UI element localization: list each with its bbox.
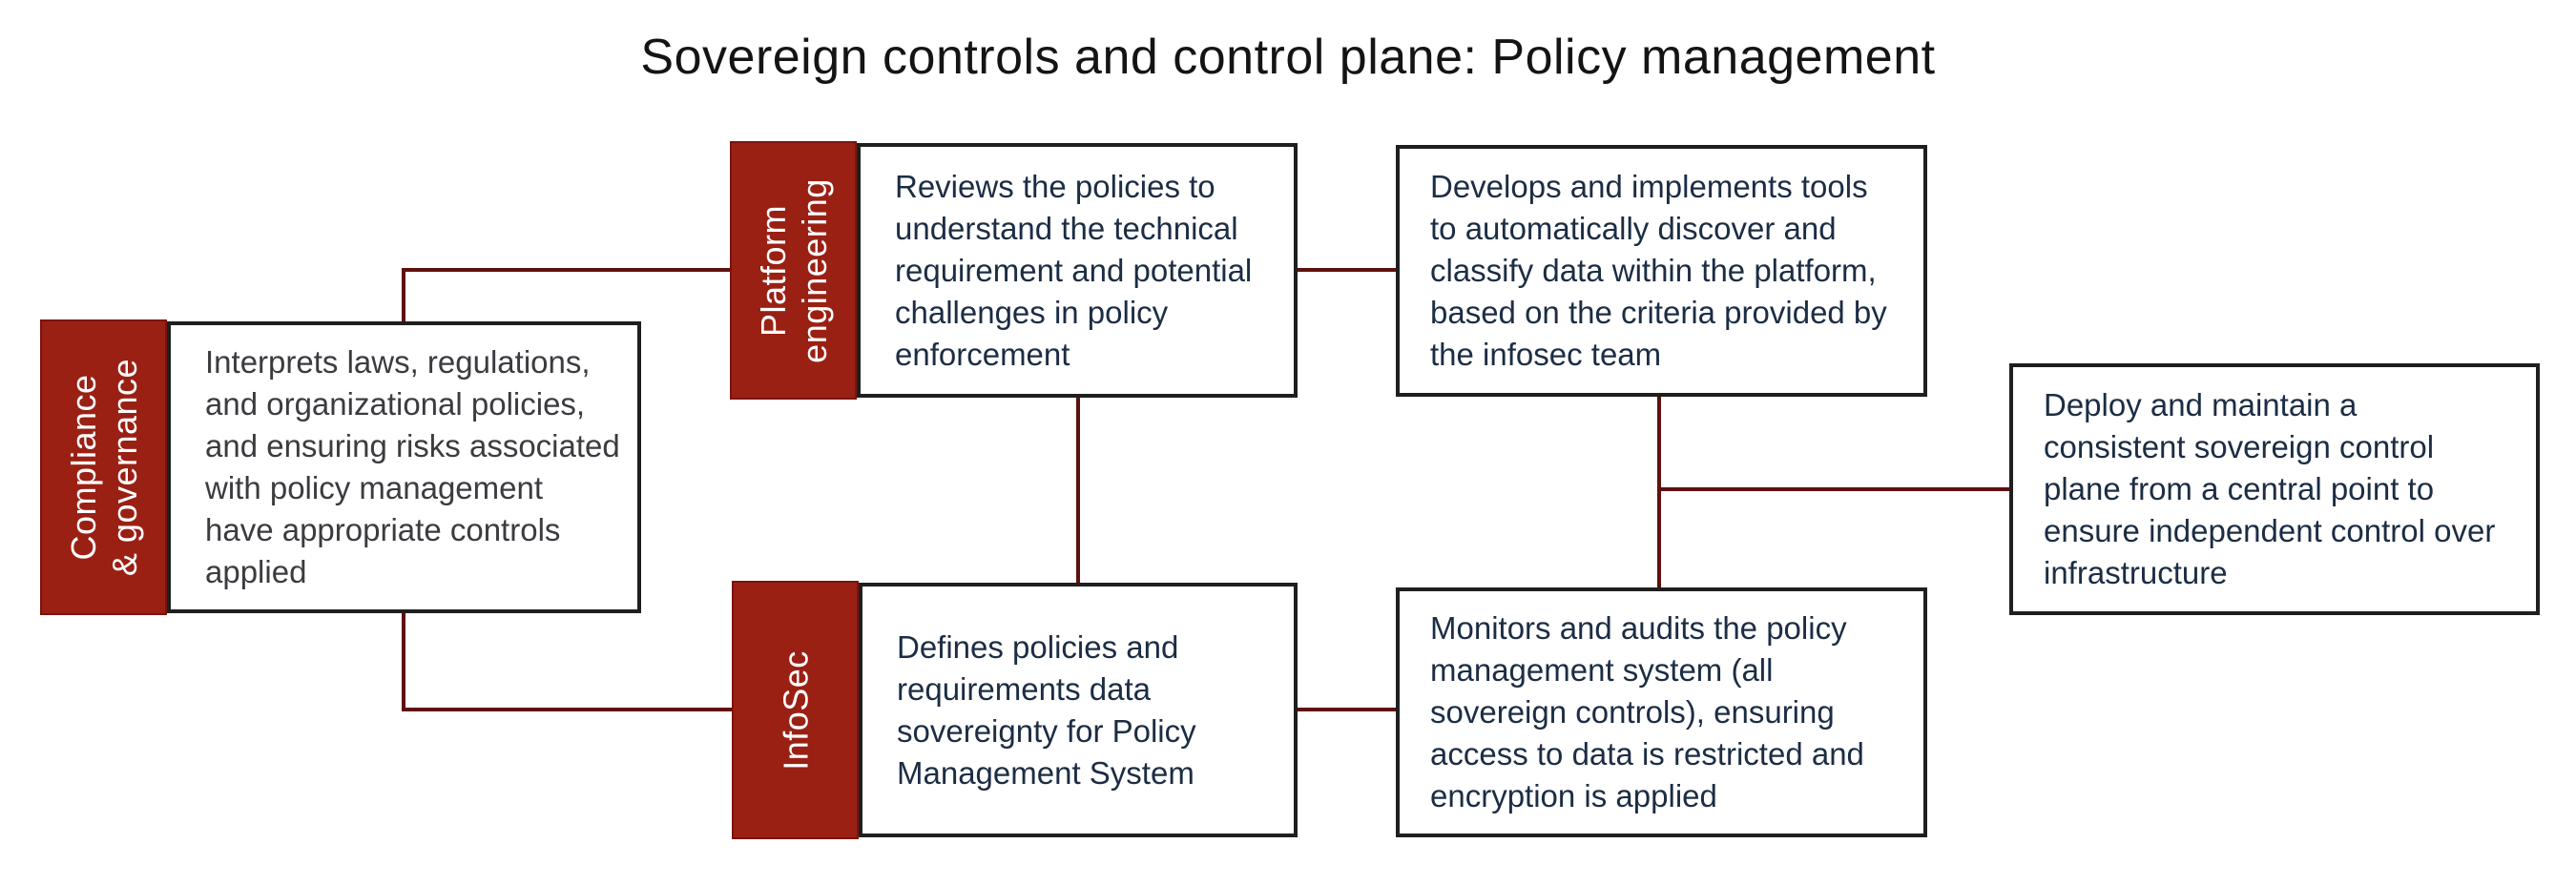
connector-compliance-to-platform-vertical (402, 268, 405, 323)
compliance-governance-strip: Compliance & governance (40, 319, 167, 615)
connector-develops-to-monitors-vertical (1657, 395, 1661, 587)
monitors-audits-text: Monitors and audits the policy managemen… (1430, 610, 1864, 813)
platform-engineering-panel: Reviews the policies to understand the t… (857, 143, 1298, 398)
connector-infosec-to-monitors-horizontal (1296, 708, 1396, 711)
connector-compliance-to-platform-horizontal (402, 268, 730, 272)
infosec-strip-label: InfoSec (776, 649, 815, 771)
compliance-governance-text: Interprets laws, regulations, and organi… (205, 344, 620, 589)
deploy-maintain-box: Deploy and maintain a consistent soverei… (2009, 363, 2540, 615)
platform-engineering-text: Reviews the policies to understand the t… (895, 168, 1253, 372)
connector-platform-to-infosec-vertical (1076, 396, 1080, 583)
monitors-audits-panel: Monitors and audits the policy managemen… (1396, 587, 1927, 837)
monitors-audits-box: Monitors and audits the policy managemen… (1396, 587, 1927, 837)
infosec-panel: Defines policies and requirements data s… (859, 583, 1298, 837)
deploy-maintain-text: Deploy and maintain a consistent soverei… (2044, 387, 2496, 590)
infosec-strip: InfoSec (732, 581, 859, 839)
develops-tools-panel: Develops and implements tools to automat… (1396, 145, 1927, 397)
connector-compliance-to-infosec-vertical (402, 613, 405, 710)
connector-compliance-to-infosec-horizontal (402, 708, 732, 711)
connector-to-deploy-horizontal (1659, 487, 2009, 491)
platform-engineering-strip: Platform engineering (730, 141, 857, 400)
platform-engineering-strip-label: Platform engineering (753, 177, 834, 363)
develops-tools-text: Develops and implements tools to automat… (1430, 169, 1887, 372)
deploy-maintain-panel: Deploy and maintain a consistent soverei… (2009, 363, 2540, 615)
diagram-title: Sovereign controls and control plane: Po… (640, 30, 1936, 85)
compliance-governance-strip-label: Compliance & governance (63, 358, 144, 577)
infosec-box: InfoSec Defines policies and requirement… (732, 581, 1298, 839)
infosec-text: Defines policies and requirements data s… (897, 628, 1196, 791)
compliance-governance-box: Compliance & governance Interprets laws,… (40, 319, 641, 615)
connector-platform-to-develops-horizontal (1296, 268, 1396, 272)
compliance-governance-panel: Interprets laws, regulations, and organi… (167, 321, 641, 613)
develops-tools-box: Develops and implements tools to automat… (1396, 145, 1927, 397)
platform-engineering-box: Platform engineering Reviews the policie… (730, 141, 1298, 400)
